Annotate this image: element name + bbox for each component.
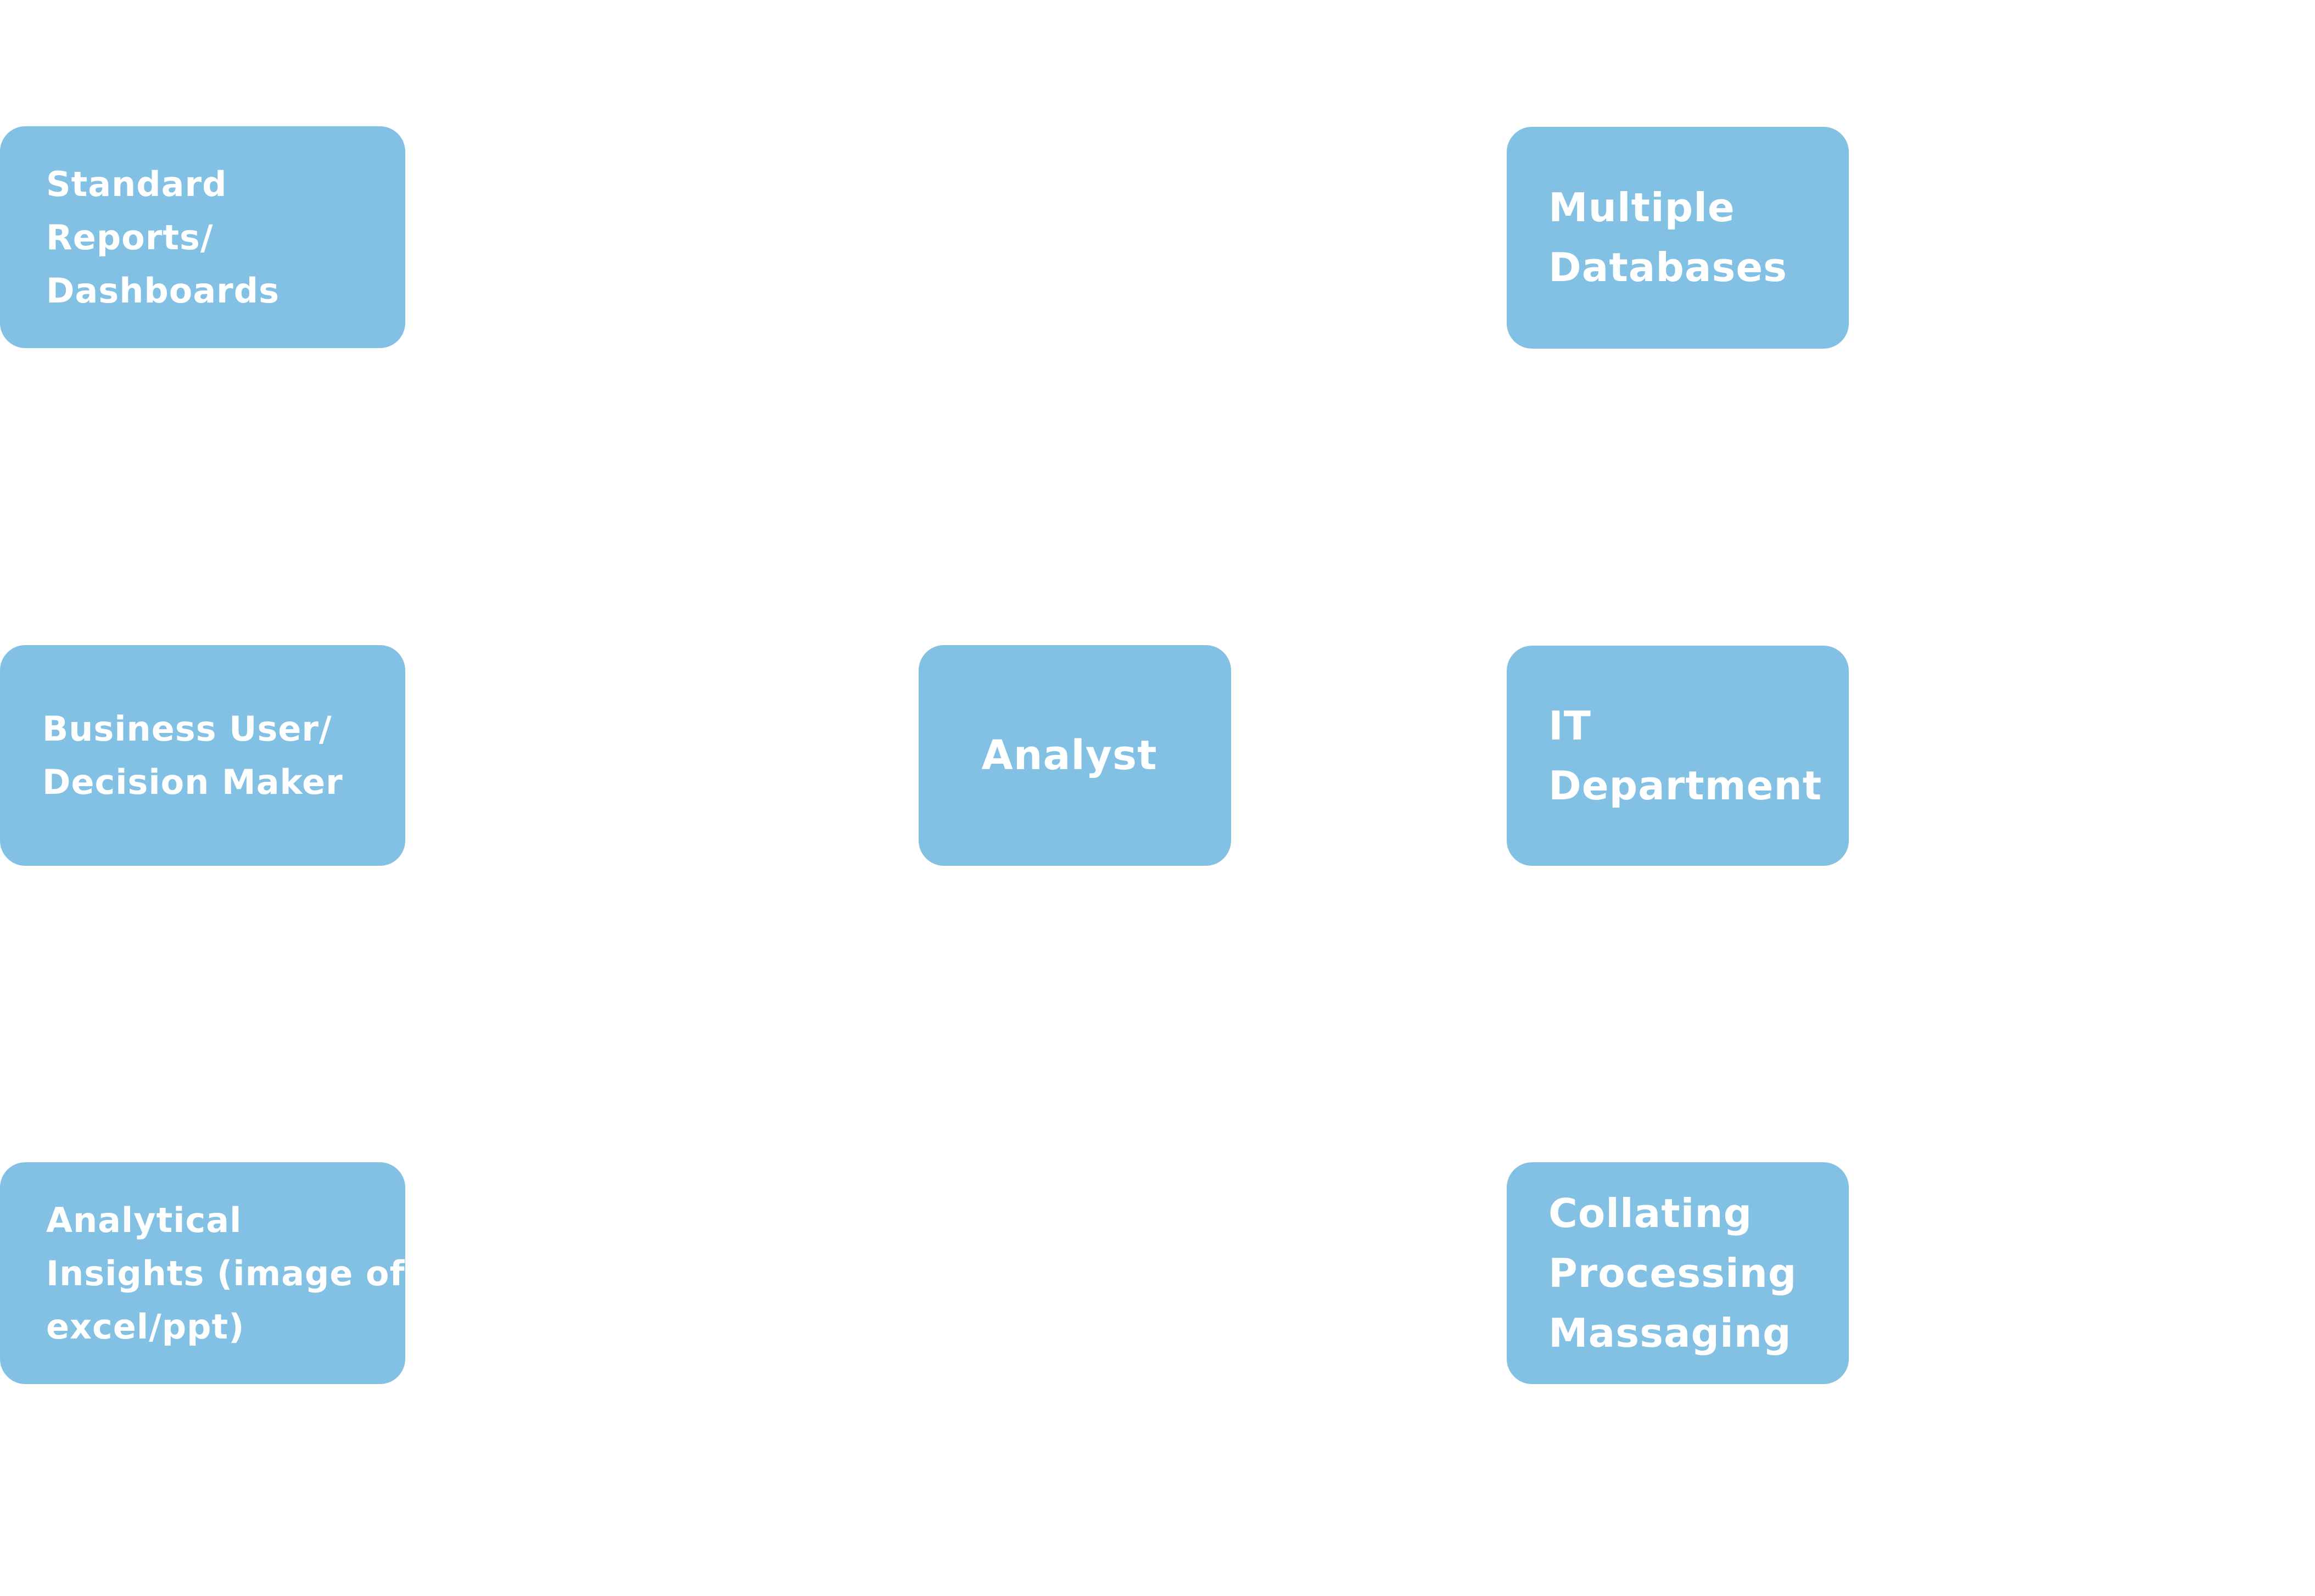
node-business-user: Business User/ Decision Maker [0,645,405,866]
node-analyst-label: Analyst [981,732,1158,779]
node-collating: Collating Processing Massaging [1507,1162,1849,1384]
node-analytical-insights: Analytical Insights (image of excel/ppt) [0,1162,405,1384]
node-it-department-label: IT Department [1548,702,1822,809]
node-analytical-insights-label: Analytical Insights (image of excel/ppt) [46,1200,405,1347]
node-business-user-label: Business User/ Decision Maker [42,709,343,802]
node-collating-label: Collating Processing Massaging [1548,1190,1797,1356]
node-it-department: IT Department [1507,646,1849,866]
node-standard-reports: Standard Reports/ Dashboards [0,126,405,348]
node-standard-reports-label: Standard Reports/ Dashboards [46,164,280,311]
node-multiple-databases: Multiple Databases [1507,127,1849,349]
node-multiple-databases-label: Multiple Databases [1548,184,1788,290]
node-analyst: Analyst [919,645,1231,866]
